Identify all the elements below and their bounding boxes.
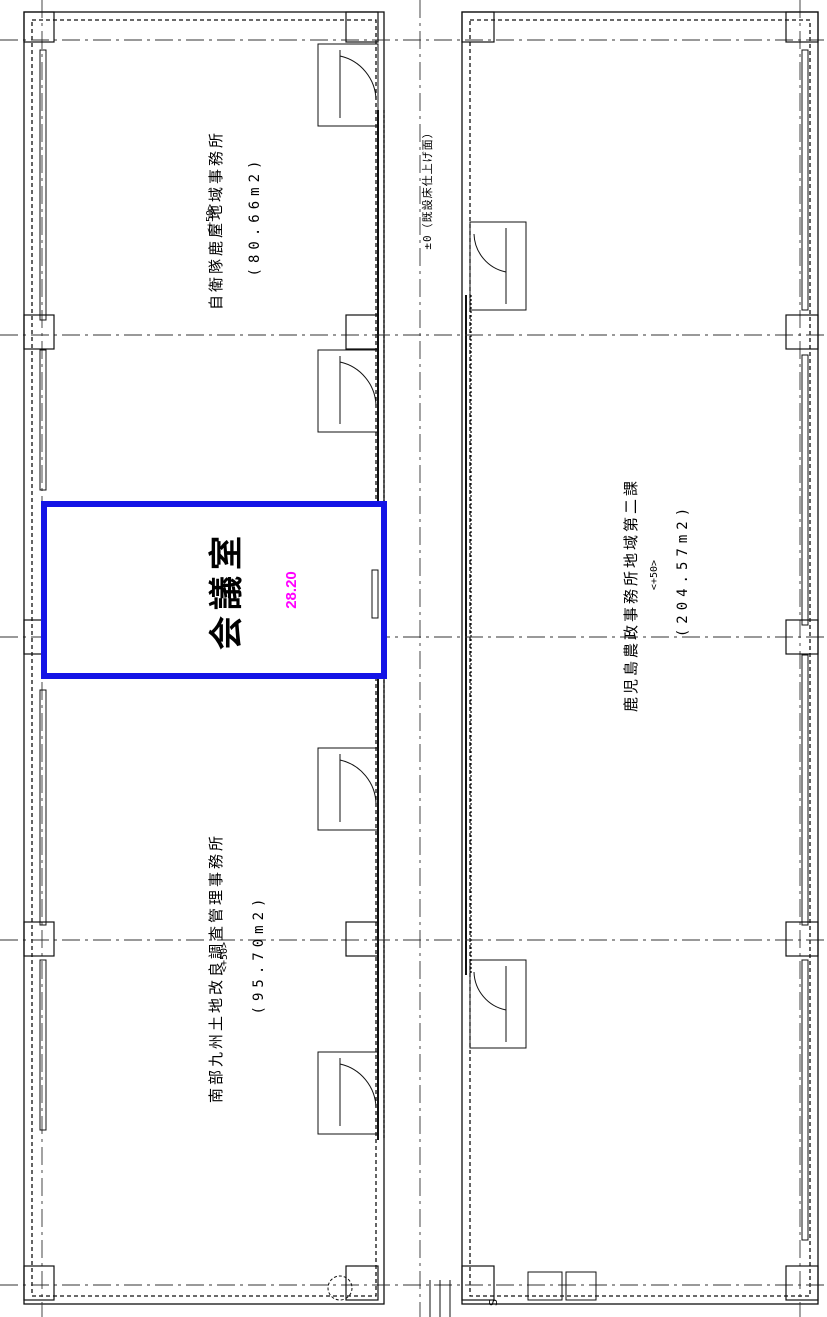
column-6 bbox=[23, 921, 55, 957]
room-area-nambu: (95.70m2) bbox=[251, 893, 267, 1015]
drain-circle bbox=[327, 1275, 353, 1301]
column-13 bbox=[785, 619, 819, 655]
window-left-4 bbox=[39, 959, 47, 1131]
column-15 bbox=[461, 1265, 495, 1301]
room-level-nambu: <+50> bbox=[219, 941, 230, 973]
column-16 bbox=[785, 1265, 819, 1301]
outer-wall-right-block-inner bbox=[469, 19, 811, 1297]
column-2 bbox=[345, 11, 379, 43]
room-name-kagoshima: 鹿児島農政事務所地域第二課 bbox=[622, 478, 640, 713]
door-1 bbox=[317, 43, 379, 127]
column-4 bbox=[345, 314, 379, 350]
corridor-floor-note: ±0（既設床仕上げ面） bbox=[421, 126, 434, 250]
column-1 bbox=[23, 11, 55, 43]
door-3 bbox=[317, 747, 379, 831]
fixture-box-1 bbox=[527, 1271, 563, 1301]
fixture-box-2 bbox=[565, 1271, 597, 1301]
meeting-room-area: 28.20 bbox=[283, 571, 300, 609]
room-area-jieitai: (80.66m2) bbox=[247, 155, 263, 277]
window-right-3 bbox=[801, 654, 809, 926]
door-6 bbox=[469, 959, 527, 1049]
column-9 bbox=[345, 1265, 379, 1301]
column-12 bbox=[785, 314, 819, 350]
column-7 bbox=[345, 921, 379, 957]
door-4 bbox=[317, 1051, 379, 1135]
window-right-1 bbox=[801, 49, 809, 311]
room-area-kagoshima: (204.57m2) bbox=[675, 502, 691, 638]
meeting-room-window bbox=[371, 569, 379, 619]
meeting-room-highlight bbox=[41, 501, 387, 679]
room-level-kagoshima: <+50> bbox=[649, 559, 660, 591]
room-level-jieitai: <+50> bbox=[205, 203, 216, 235]
door-2 bbox=[317, 349, 379, 433]
column-11 bbox=[785, 11, 819, 43]
window-right-4 bbox=[801, 959, 809, 1241]
column-10 bbox=[461, 11, 495, 43]
window-left-1 bbox=[39, 49, 47, 321]
column-3 bbox=[23, 314, 55, 350]
stair-lines bbox=[429, 1280, 451, 1317]
window-right-2 bbox=[801, 354, 809, 626]
meeting-room-name: 会議室 bbox=[207, 530, 247, 650]
window-left-3 bbox=[39, 689, 47, 926]
window-left-2 bbox=[39, 349, 47, 491]
outer-wall-right-block bbox=[461, 11, 819, 1305]
column-14 bbox=[785, 921, 819, 957]
door-5 bbox=[469, 221, 527, 311]
stair-mark: S bbox=[486, 1299, 500, 1306]
column-8 bbox=[23, 1265, 55, 1301]
